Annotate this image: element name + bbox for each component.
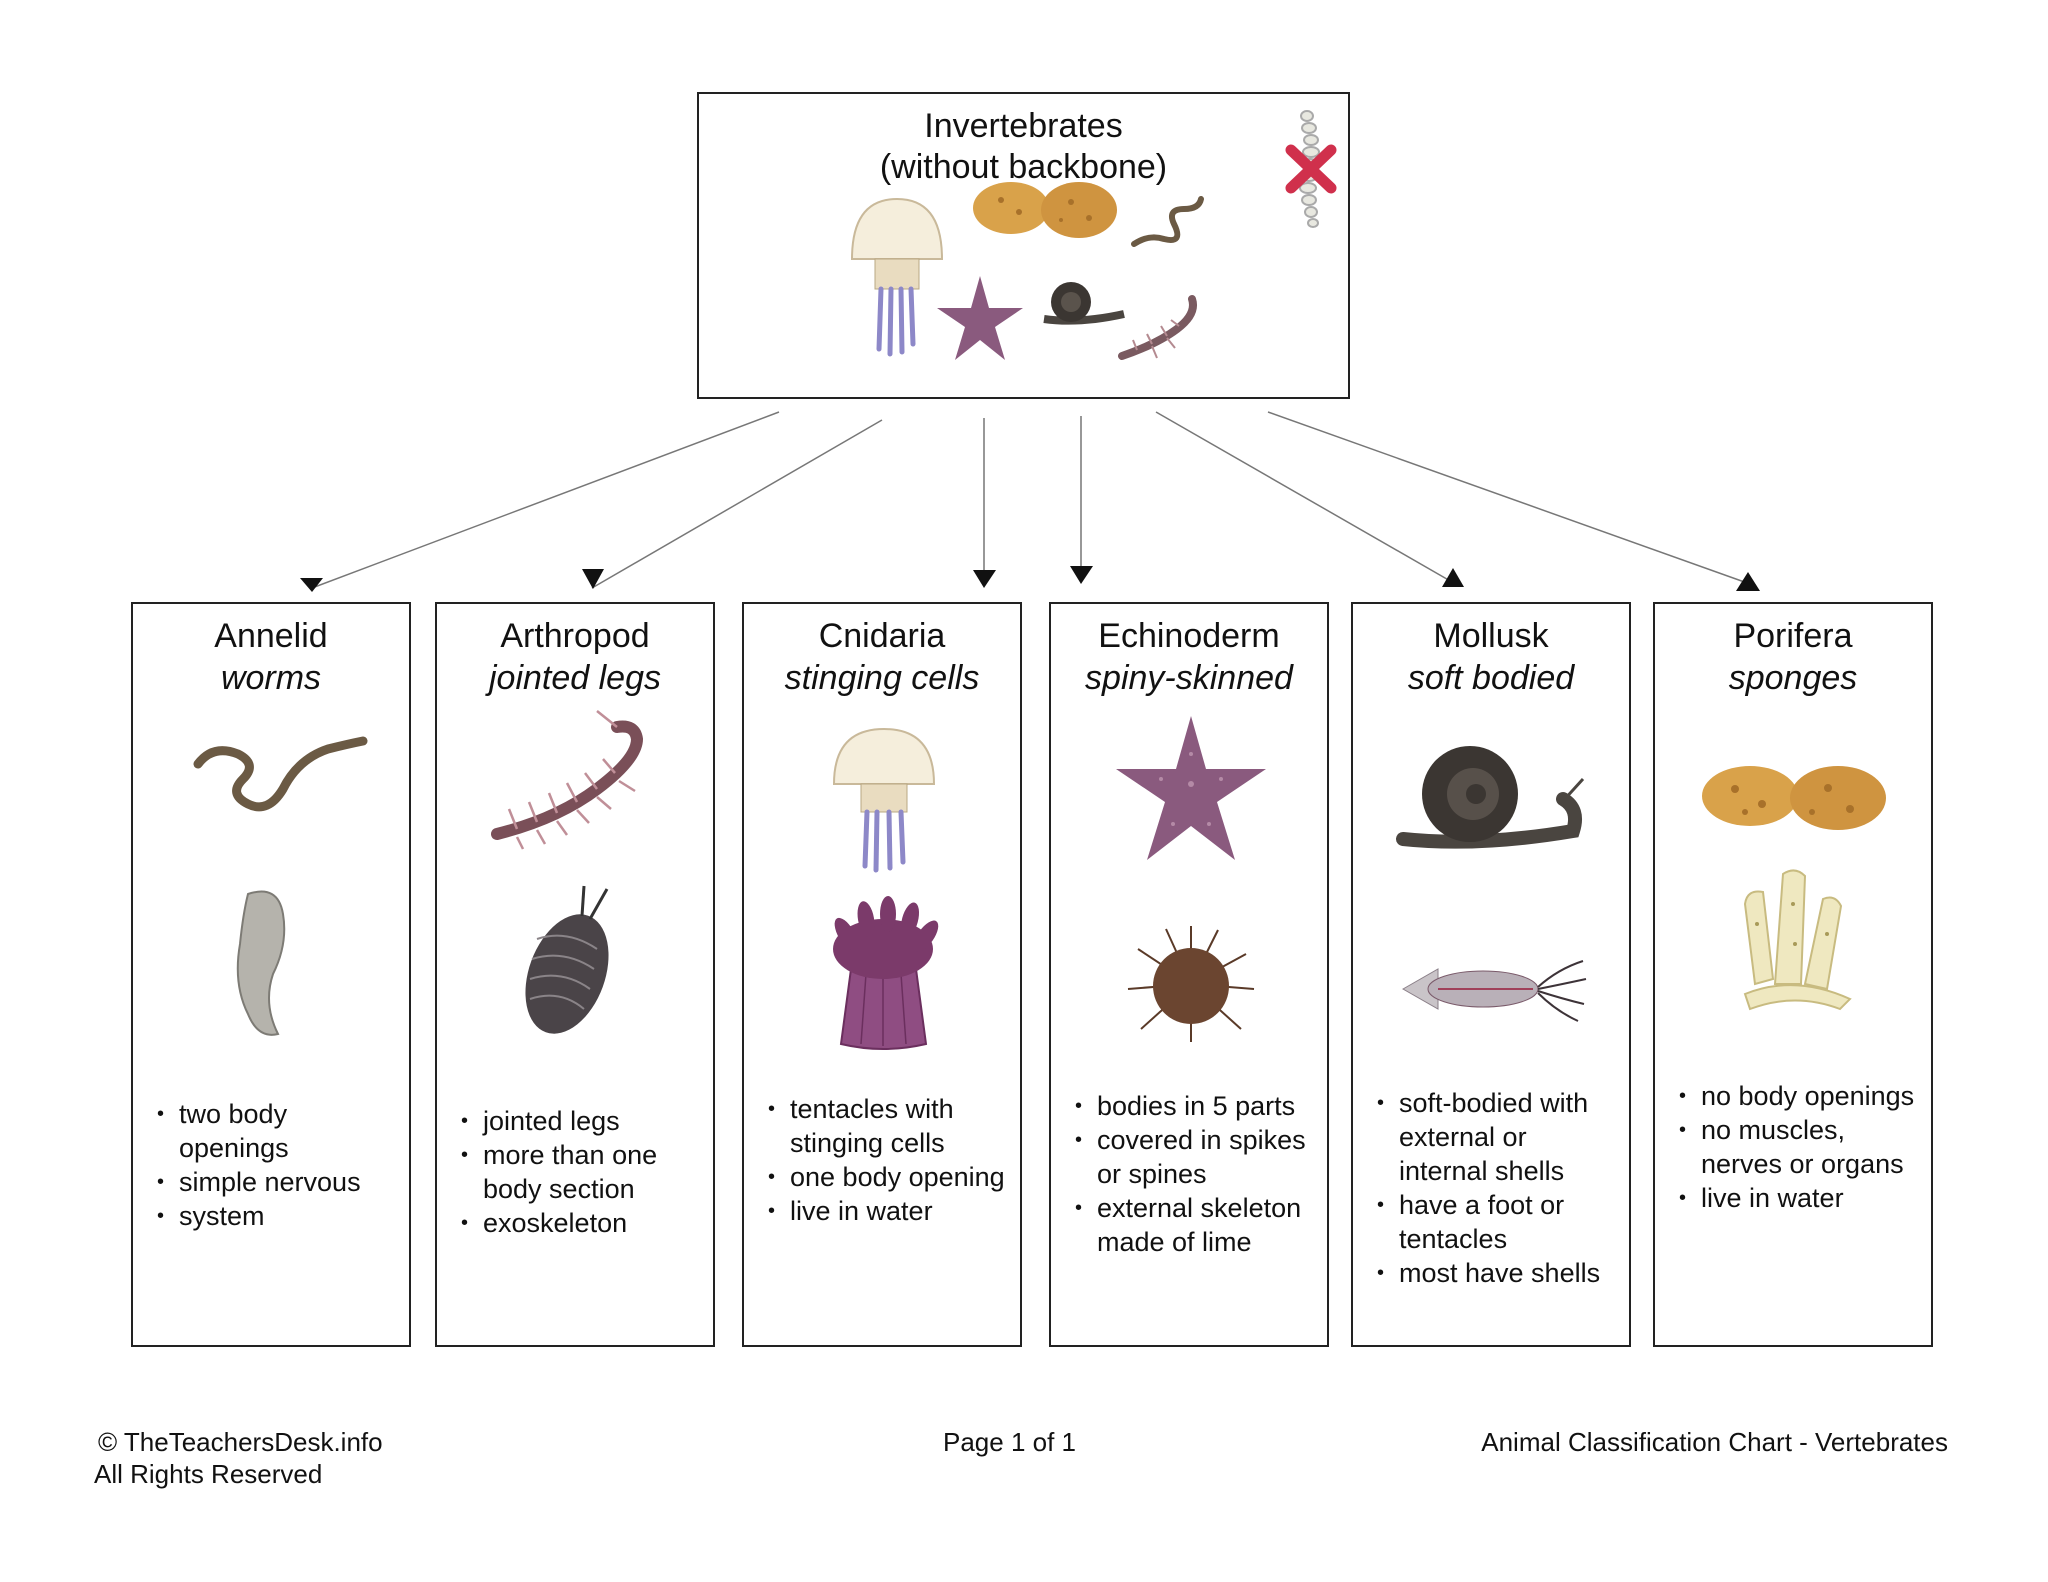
bullet-item: most have shells [1377,1256,1619,1290]
arrow-arthropod [591,419,883,589]
sea-anemone-icon [833,896,939,1050]
category-bullets: jointed legs more than one body section … [461,1104,703,1240]
category-subtitle: worms [220,659,322,697]
bullet-item: more than one body section [461,1138,703,1206]
category-bullets: tentacles with stinging cells one body o… [768,1092,1010,1228]
arrow-mollusk [1155,411,1453,583]
crossed-backbone-icon [1285,110,1337,228]
bullet-item: have a foot or tentacles [1377,1188,1619,1256]
copyright-line2: All Rights Reserved [94,1459,323,1489]
bullet-item: two body openings [157,1097,399,1165]
tube-sponge-icon [1743,869,1852,1011]
root-title-line2: (without backbone) [879,148,1168,186]
snail-icon [1043,282,1125,325]
category-name: Cnidaria [818,617,946,655]
bullet-item: covered in spikes or spines [1075,1123,1317,1191]
category-bullets: soft-bodied with external or internal sh… [1377,1086,1619,1290]
category-name: Mollusk [1433,617,1549,655]
arrowhead-arthropod [582,569,604,589]
arrow-porifera [1267,411,1751,585]
arrowhead-annelid [300,578,323,592]
category-box-porifera: Porifera sponges no body openings no mus… [1653,602,1933,1347]
category-name: Echinoderm [1098,617,1280,655]
category-subtitle: sponges [1728,659,1858,697]
footer-page-number: Page 1 of 1 [943,1427,1076,1457]
arrowhead-porifera [1736,572,1760,591]
footer-copyright: © TheTeachersDesk.info All Rights Reserv… [94,1426,383,1490]
bullet-item: system [157,1199,399,1233]
bullet-item: exoskeleton [461,1206,703,1240]
squid-icon [1401,960,1587,1022]
centipede-icon [1118,295,1197,360]
bullet-item: tentacles with stinging cells [768,1092,1010,1160]
sea-urchin-icon [1127,926,1255,1042]
bullet-item: no body openings [1679,1079,1921,1113]
category-subtitle: soft bodied [1407,659,1575,697]
arrowhead-cnidaria [973,570,996,588]
category-bullets: two body openings simple nervous system [157,1097,399,1233]
category-box-annelid: Annelid worms two body openings simple n… [131,602,411,1347]
jellyfish-icon [832,727,936,873]
category-bullets: no body openings no muscles, nerves or o… [1679,1079,1921,1215]
bullet-item: one body opening [768,1160,1010,1194]
sponge-icon [973,182,1117,238]
bullet-item: jointed legs [461,1104,703,1138]
leech-icon [236,890,286,1036]
bullet-item: live in water [1679,1181,1921,1215]
root-box-invertebrates: Invertebrates (without backbone) [697,92,1350,399]
category-bullets: bodies in 5 parts covered in spikes or s… [1075,1089,1317,1259]
bullet-item: simple nervous [157,1165,399,1199]
category-box-arthropod: Arthropod jointed legs jointed legs more… [435,602,715,1347]
root-title: Invertebrates (without backbone) [699,106,1348,188]
root-title-line1: Invertebrates [924,107,1123,145]
category-box-echinoderm: Echinoderm spiny-skinned bodies in 5 par… [1049,602,1329,1347]
arrowhead-mollusk [1442,568,1464,587]
starfish-icon [1116,716,1266,860]
worm-icon [1131,196,1204,247]
category-box-cnidaria: Cnidaria stinging cells tentacles with s… [742,602,1022,1347]
category-name: Annelid [214,617,328,655]
bullet-item: soft-bodied with external or internal sh… [1377,1086,1619,1188]
footer-document-title: Animal Classification Chart - Vertebrate… [1481,1427,1948,1457]
bullet-item: bodies in 5 parts [1075,1089,1317,1123]
jellyfish-icon [850,197,944,357]
copyright-line1: © TheTeachersDesk.info [98,1427,383,1457]
category-name: Arthropod [500,617,650,655]
bullet-item: live in water [768,1194,1010,1228]
arrowhead-echinoderm [1070,566,1093,584]
arrow-annelid [311,411,780,589]
category-subtitle: jointed legs [488,659,661,697]
bullet-item: no muscles, nerves or organs [1679,1113,1921,1181]
pill-bug-icon [525,885,609,1034]
category-subtitle: stinging cells [784,659,980,697]
category-box-mollusk: Mollusk soft bodied soft-bodied with ext… [1351,602,1631,1347]
snail-icon [1396,746,1585,849]
category-subtitle: spiny-skinned [1085,659,1293,697]
sponge-icon [1702,766,1886,830]
category-name: Porifera [1733,617,1853,655]
bullet-item: external skeleton made of lime [1075,1191,1317,1259]
earthworm-icon [193,736,368,812]
centipede-icon [491,710,644,850]
starfish-icon [937,276,1023,360]
